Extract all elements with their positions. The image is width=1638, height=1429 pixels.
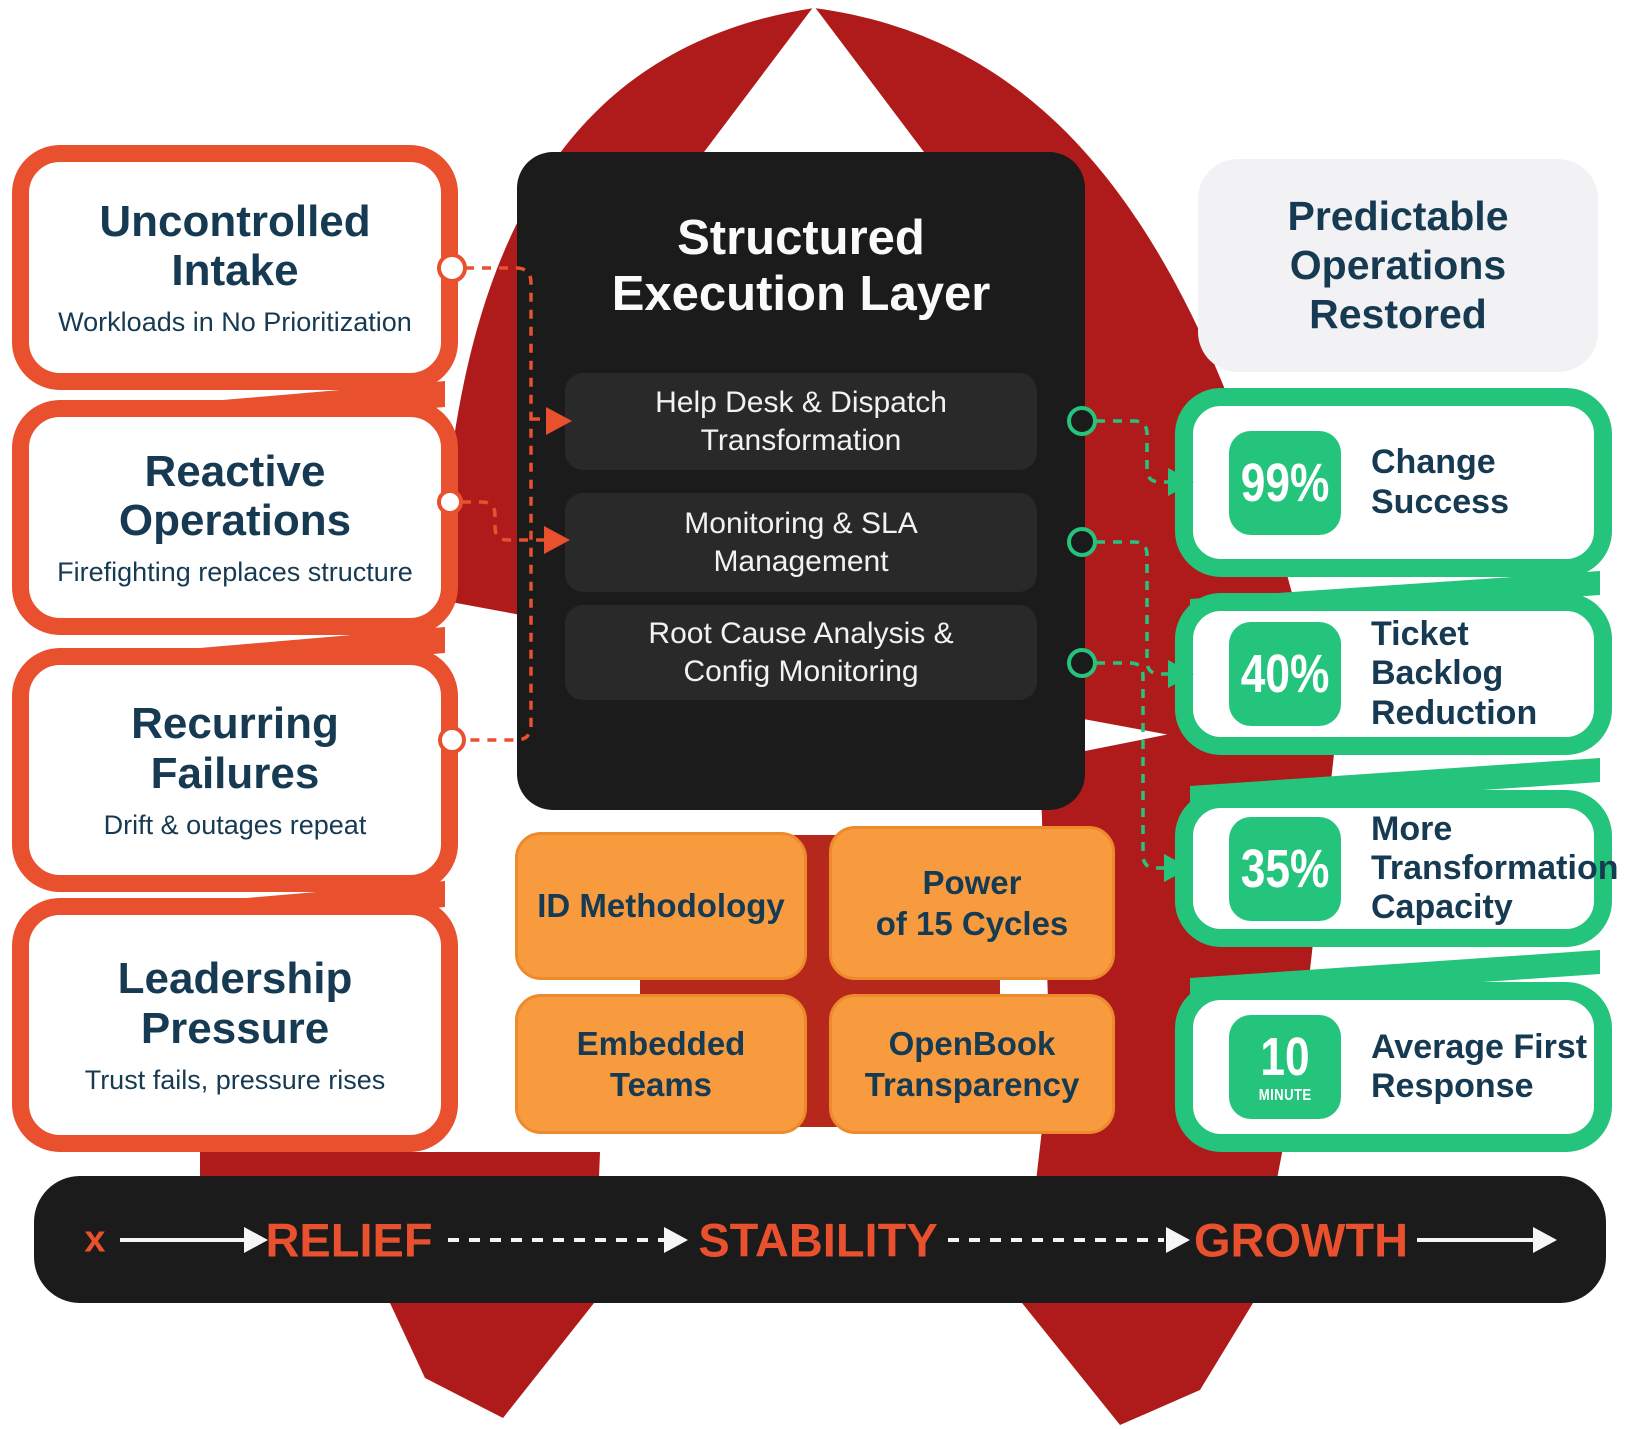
problem-title: Recurring Failures <box>131 699 339 798</box>
stat-value: 99% <box>1240 452 1330 513</box>
stat-change-success: 99% Change Success <box>1175 388 1612 577</box>
stat-badge: 40% <box>1229 622 1341 726</box>
pillar-embedded-teams: Embedded Teams <box>515 994 807 1134</box>
service-monitoring-sla: Monitoring & SLA Management <box>565 493 1037 592</box>
timeline-stage-growth: GROWTH <box>1193 1213 1409 1267</box>
service-label: Help Desk & Dispatch Transformation <box>655 386 947 457</box>
timeline-stage-stability: STABILITY <box>698 1213 938 1267</box>
outcomes-header: Predictable Operations Restored <box>1198 159 1598 372</box>
pillar-openbook-transparency: OpenBook Transparency <box>829 994 1115 1134</box>
stat-label: Ticket Backlog Reduction <box>1371 615 1538 732</box>
stat-label: Average First Response <box>1371 1027 1588 1105</box>
stat-transformation-capacity: 35% More Transformation Capacity <box>1175 790 1618 947</box>
service-help-desk: Help Desk & Dispatch Transformation <box>565 373 1037 470</box>
pillar-label: OpenBook Transparency <box>864 1024 1080 1103</box>
stat-badge: 10 MINUTE <box>1229 1015 1341 1119</box>
problem-box-uncontrolled-intake: Uncontrolled Intake Workloads in No Prio… <box>12 145 458 390</box>
stat-value: 10 <box>1260 1027 1310 1087</box>
pillar-power-of-15-cycles: Power of 15 Cycles <box>829 826 1115 980</box>
problem-subtitle: Firefighting replaces structure <box>57 557 413 588</box>
service-label: Monitoring & SLA Management <box>684 507 918 578</box>
problem-title: Leadership Pressure <box>117 954 353 1053</box>
problem-box-reactive-operations: Reactive Operations Firefighting replace… <box>12 400 458 635</box>
problem-box-leadership-pressure: Leadership Pressure Trust fails, pressur… <box>12 898 458 1152</box>
problem-title: Reactive Operations <box>118 446 352 545</box>
green-connector-lines <box>1096 419 1168 870</box>
pillar-label: Power of 15 Cycles <box>875 863 1069 942</box>
stat-value: 40% <box>1240 644 1330 704</box>
execution-layer-panel: Structured Execution Layer Help Desk & D… <box>517 152 1085 810</box>
pillar-id-methodology: ID Methodology <box>515 832 807 980</box>
execution-layer-title: Structured Execution Layer <box>611 211 991 322</box>
problem-subtitle: Workloads in No Prioritization <box>58 307 412 338</box>
problem-subtitle: Trust fails, pressure rises <box>84 1064 386 1095</box>
service-label: Root Cause Analysis & Config Monitoring <box>648 617 954 688</box>
stat-ticket-backlog: 40% Ticket Backlog Reduction <box>1175 593 1612 755</box>
problem-subtitle: Drift & outages repeat <box>103 809 367 840</box>
ribbon-apex-notch <box>695 6 933 164</box>
stat-badge: 35% <box>1229 816 1341 921</box>
pillar-label: ID Methodology <box>537 887 785 925</box>
stat-badge: 99% <box>1229 430 1341 535</box>
stat-label: Change Success <box>1371 443 1509 521</box>
timeline-stage-relief: RELIEF <box>265 1213 433 1267</box>
stat-unit: MINUTE <box>1258 1087 1312 1104</box>
stat-label: More Transformation Capacity <box>1371 809 1619 927</box>
outcomes-header-label: Predictable Operations Restored <box>1287 192 1509 338</box>
stat-value: 35% <box>1240 838 1330 899</box>
stat-average-first-response: 10 MINUTE Average First Response <box>1175 982 1612 1152</box>
timeline-origin: x <box>84 1218 106 1261</box>
service-root-cause: Root Cause Analysis & Config Monitoring <box>565 605 1037 700</box>
problem-title: Uncontrolled Intake <box>99 196 371 295</box>
pillar-label: Embedded Teams <box>576 1024 746 1103</box>
problem-box-recurring-failures: Recurring Failures Drift & outages repea… <box>12 648 458 892</box>
